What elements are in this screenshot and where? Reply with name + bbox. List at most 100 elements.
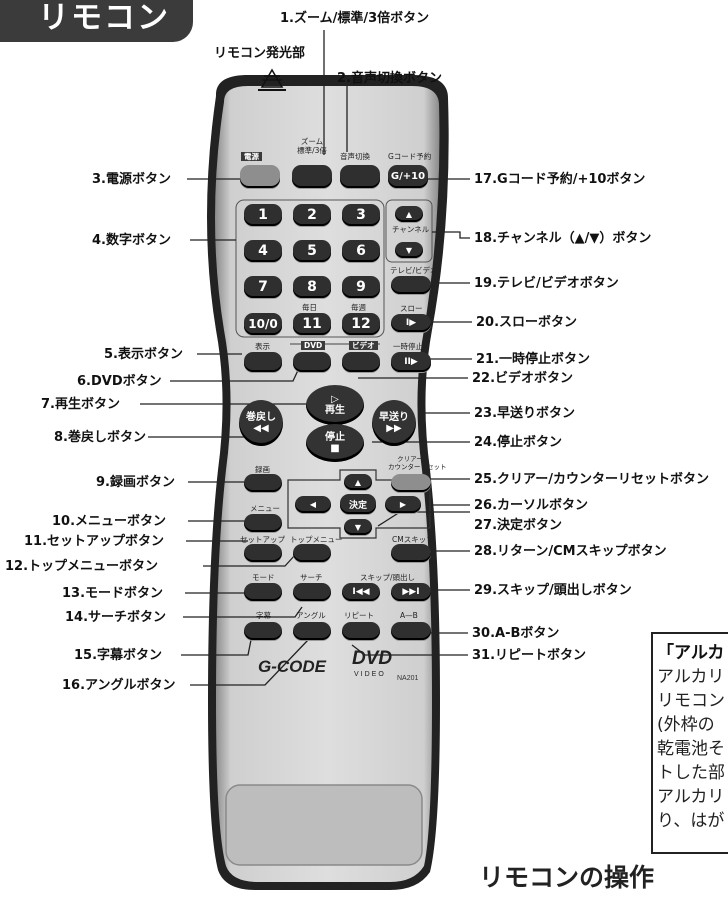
cursor-left-button[interactable]: ◀ — [295, 496, 331, 513]
play-button[interactable]: ▷ 再生 — [306, 385, 364, 425]
stop-button[interactable]: 停止 ■ — [306, 424, 364, 462]
ffwd-label: 早送り — [379, 412, 409, 423]
play-icon: ▷ — [331, 394, 339, 405]
clear-button[interactable] — [391, 474, 431, 492]
audio-button[interactable] — [340, 165, 380, 188]
callout-17: 17.Gコード予約/+10ボタン — [474, 172, 646, 187]
rec-button[interactable] — [244, 474, 282, 492]
setup-label: セットアップ — [240, 535, 285, 544]
digit-1-button[interactable]: 1 — [244, 204, 282, 226]
angle-button[interactable] — [293, 622, 331, 640]
digit-12-button[interactable]: 12 — [342, 313, 380, 335]
cursor-right-button[interactable]: ▶ — [385, 496, 421, 513]
skip-back-button[interactable]: I◀◀ — [342, 583, 380, 601]
stop-icon: ■ — [330, 443, 340, 454]
dvd-label: DVD — [301, 341, 326, 350]
video-button[interactable] — [342, 352, 380, 372]
topmenu-button[interactable] — [293, 544, 331, 562]
callout-10: 10.メニューボタン — [52, 514, 167, 529]
alkaline-note-box: 「アルカ アルカリ リモコン (外枠の 乾電池そ トした部 アルカリ り、はが — [651, 632, 728, 854]
digit-4-button[interactable]: 4 — [244, 240, 282, 262]
mode-label: モード — [252, 573, 275, 582]
callout-22: 22.ビデオボタン — [472, 371, 574, 386]
section-tab: リモコン — [0, 0, 193, 42]
dvd-button[interactable] — [293, 352, 331, 372]
ir-emitter-label: リモコン発光部 — [214, 46, 306, 61]
zoom-button[interactable] — [292, 165, 332, 188]
callout-12: 12.トップメニューボタン — [5, 559, 159, 574]
zoom-label: ズーム 標準/3倍 — [297, 137, 327, 155]
slow-button[interactable]: I▶ — [391, 314, 431, 332]
callout-25: 25.クリアー/カウンターリセットボタン — [474, 472, 709, 487]
note-line: アルカリ — [657, 787, 725, 807]
zoom-callout: 1.ズーム/標準/3倍ボタン — [280, 11, 430, 26]
callout-9: 9.録画ボタン — [96, 475, 175, 490]
note-line: アルカリ — [657, 667, 725, 687]
digit-7-button[interactable]: 7 — [244, 276, 282, 298]
digit-10-0-button[interactable]: 10/0 — [244, 313, 282, 335]
rewind-button[interactable]: 巻戻し ◀◀ — [239, 400, 283, 446]
note-line: トした部 — [657, 763, 725, 783]
power-button[interactable] — [240, 165, 280, 188]
cursor-down-button[interactable]: ▼ — [344, 519, 372, 535]
svg-text:DVD: DVD — [352, 648, 392, 669]
subtitle-label: 字幕 — [256, 611, 271, 620]
slow-label: スロー — [400, 304, 423, 313]
gcode-button[interactable]: G/+10 — [388, 165, 428, 188]
callout-26: 26.カーソルボタン — [474, 498, 589, 513]
enter-button[interactable]: 決定 — [340, 494, 376, 514]
search-button[interactable] — [293, 583, 331, 601]
callout-4: 4.数字ボタン — [92, 233, 171, 248]
digit-3-button[interactable]: 3 — [342, 204, 380, 226]
callout-6: 6.DVDボタン — [77, 374, 162, 389]
ffwd-button[interactable]: 早送り ▶▶ — [372, 400, 416, 446]
digit-2-button[interactable]: 2 — [293, 204, 331, 226]
digit-9-button[interactable]: 9 — [342, 276, 380, 298]
gcode-label: Gコード予約 — [388, 152, 432, 161]
callout-24: 24.停止ボタン — [474, 435, 563, 450]
callout-3: 3.電源ボタン — [92, 172, 171, 187]
setup-button[interactable] — [244, 544, 282, 562]
mode-button[interactable] — [244, 583, 282, 601]
repeat-button[interactable] — [342, 622, 380, 640]
skip-forward-button[interactable]: ▶▶I — [391, 583, 431, 601]
subtitle-button[interactable] — [244, 622, 282, 640]
callout-30: 30.A-Bボタン — [472, 626, 560, 641]
tvvideo-button[interactable] — [391, 276, 431, 294]
audio-label: 音声切換 — [340, 152, 370, 161]
callout-23: 23.早送りボタン — [474, 406, 576, 421]
ab-button[interactable] — [391, 622, 431, 640]
rewind-icon: ◀◀ — [253, 423, 269, 434]
pause-button[interactable]: II▶ — [391, 352, 431, 372]
clear-label: クリアー/ カウンターリセット — [388, 455, 447, 471]
repeat-label: リピート — [344, 611, 374, 620]
callout-5: 5.表示ボタン — [104, 347, 183, 362]
note-title: 「アルカ — [657, 643, 725, 663]
callout-14: 14.サーチボタン — [65, 610, 167, 625]
channel-up-button[interactable]: ▲ — [395, 206, 423, 222]
gcode-logo: G-CODE — [258, 657, 327, 676]
cmskip-button[interactable] — [391, 544, 431, 562]
model-number: NA201 — [397, 675, 419, 682]
callout-27: 27.決定ボタン — [474, 518, 563, 533]
digit-8-button[interactable]: 8 — [293, 276, 331, 298]
callout-18: 18.チャンネル（▲/▼）ボタン — [474, 231, 652, 246]
digit-11-button[interactable]: 11 — [293, 313, 331, 335]
note-line: (外枠の — [657, 715, 715, 735]
pause-label: 一時停止 — [393, 342, 423, 351]
mainichi-label: 毎日 — [302, 303, 317, 312]
channel-down-button[interactable]: ▼ — [395, 242, 423, 258]
display-button[interactable] — [244, 352, 282, 372]
angle-label: アングル — [296, 611, 326, 620]
svg-text:VIDEO: VIDEO — [354, 671, 386, 678]
cursor-up-button[interactable]: ▲ — [344, 474, 372, 490]
callout-21: 21.一時停止ボタン — [476, 352, 591, 367]
digit-6-button[interactable]: 6 — [342, 240, 380, 262]
search-label: サーチ — [300, 573, 323, 582]
menu-label: メニュー — [250, 504, 280, 513]
menu-button[interactable] — [244, 514, 282, 532]
section-title: リモコン — [38, 0, 170, 36]
rewind-label: 巻戻し — [246, 412, 276, 423]
digit-5-button[interactable]: 5 — [293, 240, 331, 262]
callout-16: 16.アングルボタン — [62, 678, 176, 693]
